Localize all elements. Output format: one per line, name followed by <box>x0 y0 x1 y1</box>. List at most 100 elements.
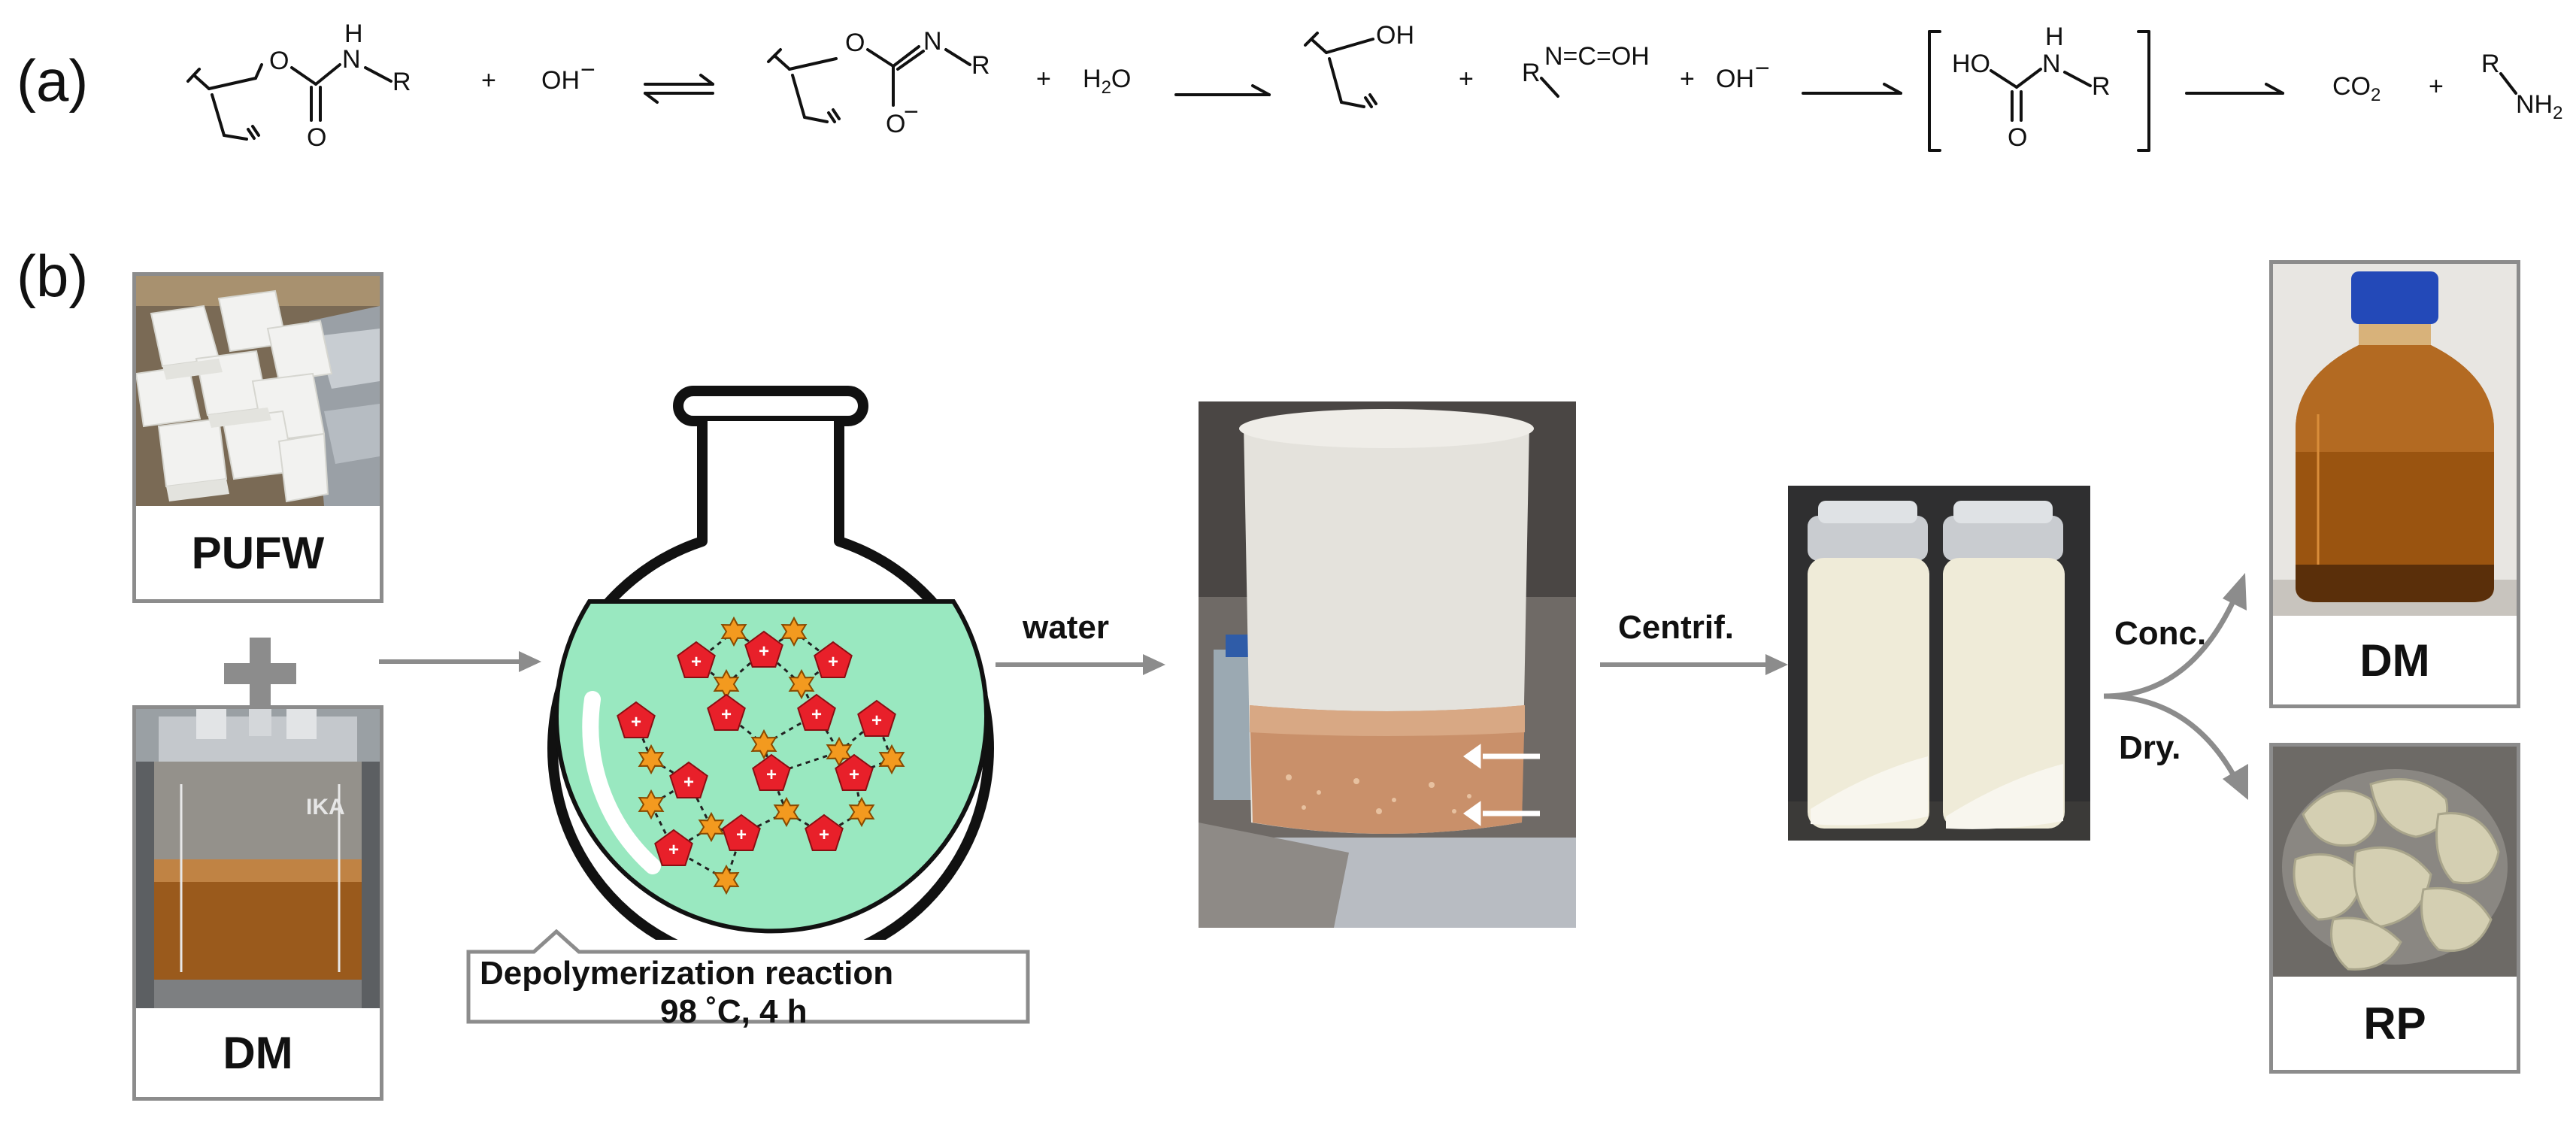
hydroxide-1-charge: − <box>580 56 596 84</box>
arrow-label-dry: Dry. <box>2119 729 2181 766</box>
cation-plus-label: + <box>819 825 829 845</box>
carbamic-o: O <box>2008 123 2027 152</box>
pufw-caption: PUFW <box>191 527 325 578</box>
plus-2: + <box>1036 65 1051 93</box>
anion-star <box>848 796 875 828</box>
carbamic-acid-bracket: HO O N H R <box>1928 23 2150 152</box>
imidate-ominus-charge: − <box>904 98 919 126</box>
cation-plus-label: + <box>691 652 702 672</box>
imidate-ominus: O <box>886 110 905 138</box>
imidate-n: N <box>923 27 942 56</box>
reaction-caption-box: Depolymerization reaction 98 ˚C, 4 h <box>466 929 1030 1030</box>
reaction-arrow-3 <box>2185 83 2284 95</box>
cation-pentagon <box>797 693 836 731</box>
dm-caption-right: DM <box>2359 635 2430 686</box>
hydroxide-1: OH <box>541 66 580 95</box>
rp-photo-frame: RP <box>2269 743 2520 1074</box>
reaction-scheme: O O N H R + OH − O O − N R + <box>186 20 2562 152</box>
plus-sign-gray <box>224 638 296 710</box>
reaction-caption-line2: 98 ˚C, 4 h <box>660 992 808 1030</box>
cation-pentagon <box>617 701 656 738</box>
cation-pentagon <box>722 813 761 851</box>
cation-pentagon <box>857 699 896 737</box>
dm-reactor-photo-frame: IKA DM <box>132 705 383 1101</box>
pufw-foam-image <box>136 276 380 506</box>
cation-plus-label: + <box>721 704 732 725</box>
network-link <box>853 774 863 813</box>
enol-structure: OH <box>1304 21 1414 108</box>
co2: CO2 <box>2332 72 2381 105</box>
carbamate-n: N <box>342 45 361 74</box>
plus-3: + <box>1459 65 1474 93</box>
arrow-label-water: water <box>1023 609 1109 646</box>
anion-star <box>698 811 725 843</box>
anion-star <box>773 796 800 828</box>
cation-plus-label: + <box>631 712 641 732</box>
centrifuge-bottles-photo <box>1788 486 2090 841</box>
amine-nh2: NH2 <box>2516 90 2562 123</box>
polymer-network: +++++++++++++ <box>617 616 905 895</box>
cation-plus-label: + <box>766 765 777 785</box>
panel-a-label: (a) <box>17 47 89 114</box>
plus-4: + <box>1680 65 1695 93</box>
anion-star <box>750 729 777 760</box>
plus-1: + <box>481 66 496 95</box>
anion-star <box>878 744 905 775</box>
cation-pentagon <box>752 753 791 791</box>
cation-pentagon <box>654 829 693 866</box>
carbamic-n: N <box>2042 50 2061 78</box>
network-link <box>853 758 893 776</box>
reaction-arrow-2 <box>1802 83 1902 95</box>
carbamate-r: R <box>392 68 411 96</box>
white-arrows <box>1462 744 1540 826</box>
hydroxide-2-charge: − <box>1755 54 1770 83</box>
cation-pentagon <box>669 761 708 798</box>
flask-highlight <box>582 691 661 874</box>
carbamate-structure: O O N H R <box>186 20 411 152</box>
imidate-structure: O O − N R <box>767 27 990 138</box>
amine-r: R <box>2481 50 2500 78</box>
cation-plus-label: + <box>849 765 859 785</box>
split-arrows <box>2103 573 2248 800</box>
rp-residue-image <box>2273 747 2517 977</box>
imidate-o: O <box>845 29 865 57</box>
reaction-flask: +++++++++++++ <box>547 386 994 940</box>
carbamate-carbonyl-o: O <box>307 123 326 152</box>
network-link <box>875 720 893 760</box>
beaker-photo <box>1199 401 1576 928</box>
equilibrium-arrow <box>644 74 714 104</box>
isocyanic-r: R <box>1522 59 1541 87</box>
anion-star <box>713 864 740 895</box>
carbamic-h: H <box>2045 23 2064 51</box>
panel-b-label: (b) <box>17 243 89 309</box>
anion-star <box>638 789 665 820</box>
bottle-left <box>1808 501 1929 829</box>
dm-bottle-photo-frame: DM <box>2269 260 2520 708</box>
cation-pentagon <box>814 641 853 678</box>
plus-5: + <box>2429 72 2444 101</box>
reaction-caption-text: Depolymerization reaction 98 ˚C, 4 h <box>480 955 1021 1031</box>
carbamate-h: H <box>344 20 363 48</box>
rp-caption: RP <box>2363 998 2426 1049</box>
enol-oh: OH <box>1376 21 1414 50</box>
cation-plus-label: + <box>871 710 882 731</box>
cation-plus-label: + <box>811 704 822 725</box>
anion-star <box>788 668 815 700</box>
dm-reactor-image: IKA <box>136 709 380 1008</box>
water: H2O <box>1083 65 1131 98</box>
arrow-label-conc: Conc. <box>2114 615 2207 652</box>
arrow-water <box>996 654 1165 675</box>
cation-pentagon <box>835 753 874 791</box>
dm-bottle-image <box>2273 264 2517 616</box>
imidate-r: R <box>971 51 990 80</box>
cation-pentagon <box>744 630 783 668</box>
arrow-label-centrif: Centrif. <box>1618 609 1734 646</box>
amine-structure: R NH2 <box>2481 50 2562 123</box>
cation-pentagon <box>677 641 716 678</box>
pufw-photo-frame: PUFW <box>132 272 383 603</box>
arrow-to-flask <box>379 651 541 672</box>
reaction-caption-line1: Depolymerization reaction <box>480 955 894 992</box>
arrow-centrif <box>1600 654 1788 675</box>
cation-plus-label: + <box>736 825 747 845</box>
network-link <box>801 660 834 686</box>
